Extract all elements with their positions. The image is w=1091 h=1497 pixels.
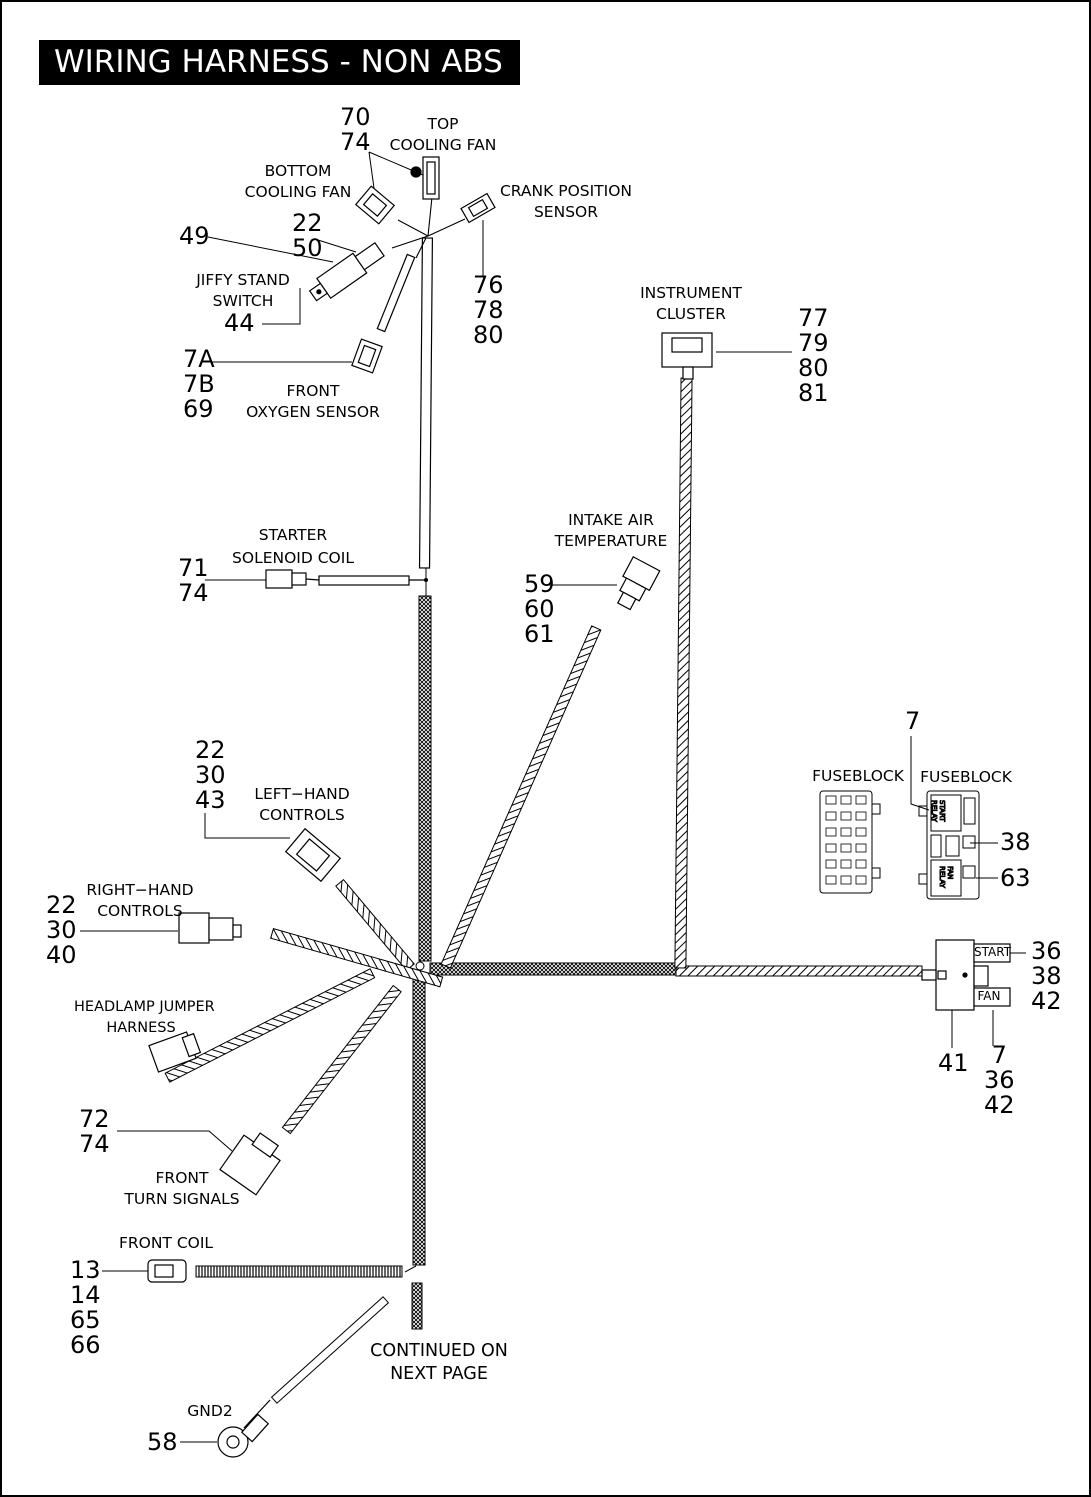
- callout-top-cooling-fan: 70 74: [340, 103, 371, 156]
- crank-position-sensor-label: CRANK POSITION SENSOR: [499, 182, 633, 221]
- turn-signal-connector: [219, 1132, 281, 1196]
- callout-fuseblock-63: 63: [1000, 864, 1031, 892]
- callout-gnd2: 58: [147, 1428, 178, 1456]
- lower-trunk: [418, 595, 432, 962]
- right-hand-controls-connector: [178, 912, 242, 944]
- callout-relay-right: 36 38 42: [1031, 937, 1062, 1015]
- right-hand-wire: [270, 927, 444, 988]
- page-title: WIRING HARNESS - NON ABS: [39, 40, 520, 85]
- svg-text:FAN: FAN: [946, 866, 954, 879]
- callout-22-50: 22 50: [292, 209, 323, 262]
- callout-fuseblock-7: 7: [905, 707, 921, 735]
- starter-solenoid-coil-label: STARTER SOLENOID COIL: [232, 526, 354, 567]
- svg-text:RELAY: RELAY: [938, 866, 946, 889]
- continued-stub: [411, 1282, 423, 1330]
- front-turn-signals-label: FRONT TURN SIGNALS: [124, 1169, 240, 1208]
- callout-49: 49: [179, 222, 210, 250]
- continued-label: CONTINUED ON NEXT PAGE: [370, 1341, 508, 1384]
- headlamp-jumper-harness-label: HEADLAMP JUMPER HARNESS: [74, 999, 215, 1036]
- callout-crank-sensor: 76 78 80: [473, 271, 504, 349]
- leader-lines: [80, 151, 1026, 1443]
- ground-wire: [270, 1296, 390, 1404]
- oxygen-sensor-branch: [351, 253, 416, 374]
- callout-right-hand: 22 30 40: [46, 891, 77, 969]
- top-cooling-fan-connector: [410, 156, 440, 200]
- callout-oxygen-sensor: 7A 7B 69: [183, 345, 215, 423]
- front-coil-connector: [147, 1259, 187, 1283]
- gnd2-label: GND2: [187, 1402, 233, 1420]
- front-coil-label: FRONT COIL: [118, 1234, 214, 1252]
- left-hand-wire: [335, 878, 415, 972]
- bottom-cooling-fan-label: BOTTOM COOLING FAN: [244, 162, 352, 201]
- gnd2-ring-terminal: [217, 1413, 270, 1458]
- callout-fuseblock-38: 38: [1000, 828, 1031, 856]
- instrument-cluster-connector: [661, 332, 713, 380]
- front-oxygen-sensor-label: FRONT OXYGEN SENSOR: [246, 382, 380, 421]
- headlamp-wire: [164, 968, 376, 1083]
- callout-instrument-cluster: 77 79 80 81: [798, 304, 829, 407]
- callout-front-coil: 13 14 65 66: [70, 1256, 101, 1359]
- starter-solenoid-branch: [265, 569, 426, 589]
- horizontal-stripe-branch: [675, 965, 923, 977]
- callout-left-hand: 22 30 43: [195, 736, 226, 814]
- jiffy-stand-connector: [308, 241, 385, 302]
- left-hand-controls-label: LEFT−HAND CONTROLS: [254, 785, 350, 824]
- fuseblock-left-graphic: [819, 790, 881, 894]
- svg-text:START: START: [938, 800, 946, 822]
- svg-text:RELAY: RELAY: [930, 800, 938, 823]
- intake-air-connector: [616, 556, 661, 611]
- crank-position-sensor-connector: [460, 192, 496, 224]
- lower-trunk-2: [412, 977, 426, 1266]
- callout-jiffy-stand: 44: [224, 309, 255, 337]
- fuseblock-left-label: FUSEBLOCK: [812, 767, 904, 785]
- instrument-cluster-wire: [674, 377, 693, 969]
- fuseblock-right-graphic: START RELAY FAN RELAY: [918, 790, 980, 900]
- jiffy-stand-switch-label: JIFFY STAND SWITCH: [196, 271, 290, 310]
- intake-air-temperature-label: INTAKE AIR TEMPERATURE: [554, 511, 668, 550]
- left-hand-controls-connector: [284, 827, 342, 883]
- front-coil-wire: [195, 1265, 403, 1278]
- top-cooling-fan-label: TOP COOLING FAN: [389, 115, 497, 154]
- top-branches: [391, 196, 466, 259]
- callout-intake-air: 59 60 61: [524, 570, 555, 648]
- relay-fan-label: FAN: [977, 989, 1001, 1003]
- horizontal-mesh-branch: [429, 962, 677, 976]
- bottom-cooling-fan-connector: [354, 185, 396, 225]
- callout-starter-solenoid: 71 74: [178, 554, 209, 607]
- headlamp-connector: [148, 1031, 202, 1073]
- callout-relay-41: 41: [938, 1049, 969, 1077]
- intake-air-wire: [440, 625, 602, 969]
- relay-start-label: START: [974, 945, 1012, 959]
- upper-trunk: [418, 237, 434, 598]
- fuseblock-right-label: FUSEBLOCK: [920, 768, 1012, 786]
- instrument-cluster-label: INSTRUMENT CLUSTER: [640, 284, 742, 323]
- right-hand-controls-label: RIGHT−HAND CONTROLS: [86, 881, 194, 920]
- turn-signal-wire: [281, 984, 402, 1135]
- center-junction: [415, 961, 425, 971]
- relay-connector: [921, 939, 1011, 1011]
- callout-relay-bottom: 7 36 42: [984, 1041, 1015, 1119]
- callout-turn-signals: 72 74: [79, 1105, 110, 1158]
